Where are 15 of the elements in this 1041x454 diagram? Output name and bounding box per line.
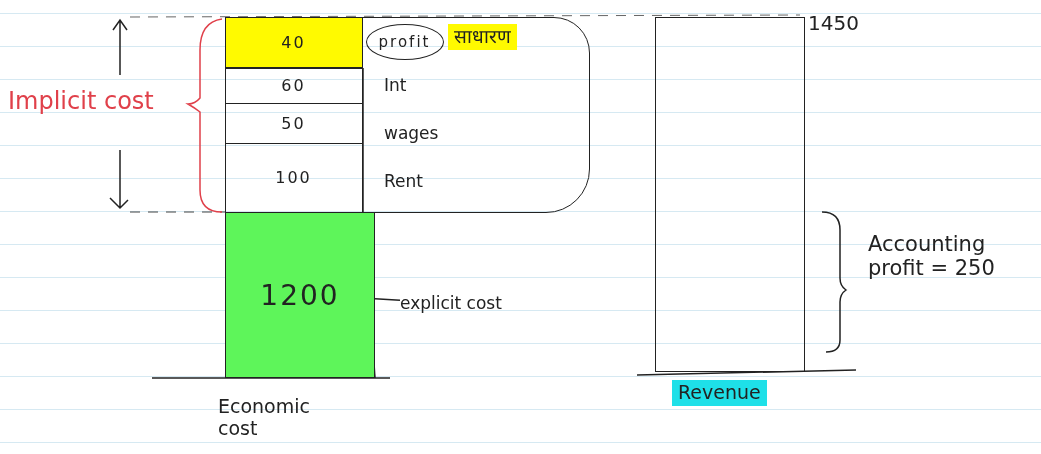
text-label: wages <box>384 124 439 144</box>
highlighted-label: साधारण <box>448 24 517 50</box>
value-cell: 40 <box>224 16 363 68</box>
connector-line <box>374 298 401 301</box>
highlighted-label: Revenue <box>672 380 767 406</box>
text-label: Int <box>384 76 407 96</box>
text-label: Economic cost <box>218 396 311 440</box>
text-label: Implicit cost <box>8 88 155 116</box>
text-label: Accounting profit = 250 <box>868 232 996 281</box>
text-label: Rent <box>384 172 423 192</box>
value-cell: 1200 <box>225 212 375 378</box>
value-cell: 60 <box>224 67 363 104</box>
revenue-bar <box>655 17 805 372</box>
annotation-text: explicit cost <box>400 278 510 328</box>
value-label: 1450 <box>808 12 859 35</box>
